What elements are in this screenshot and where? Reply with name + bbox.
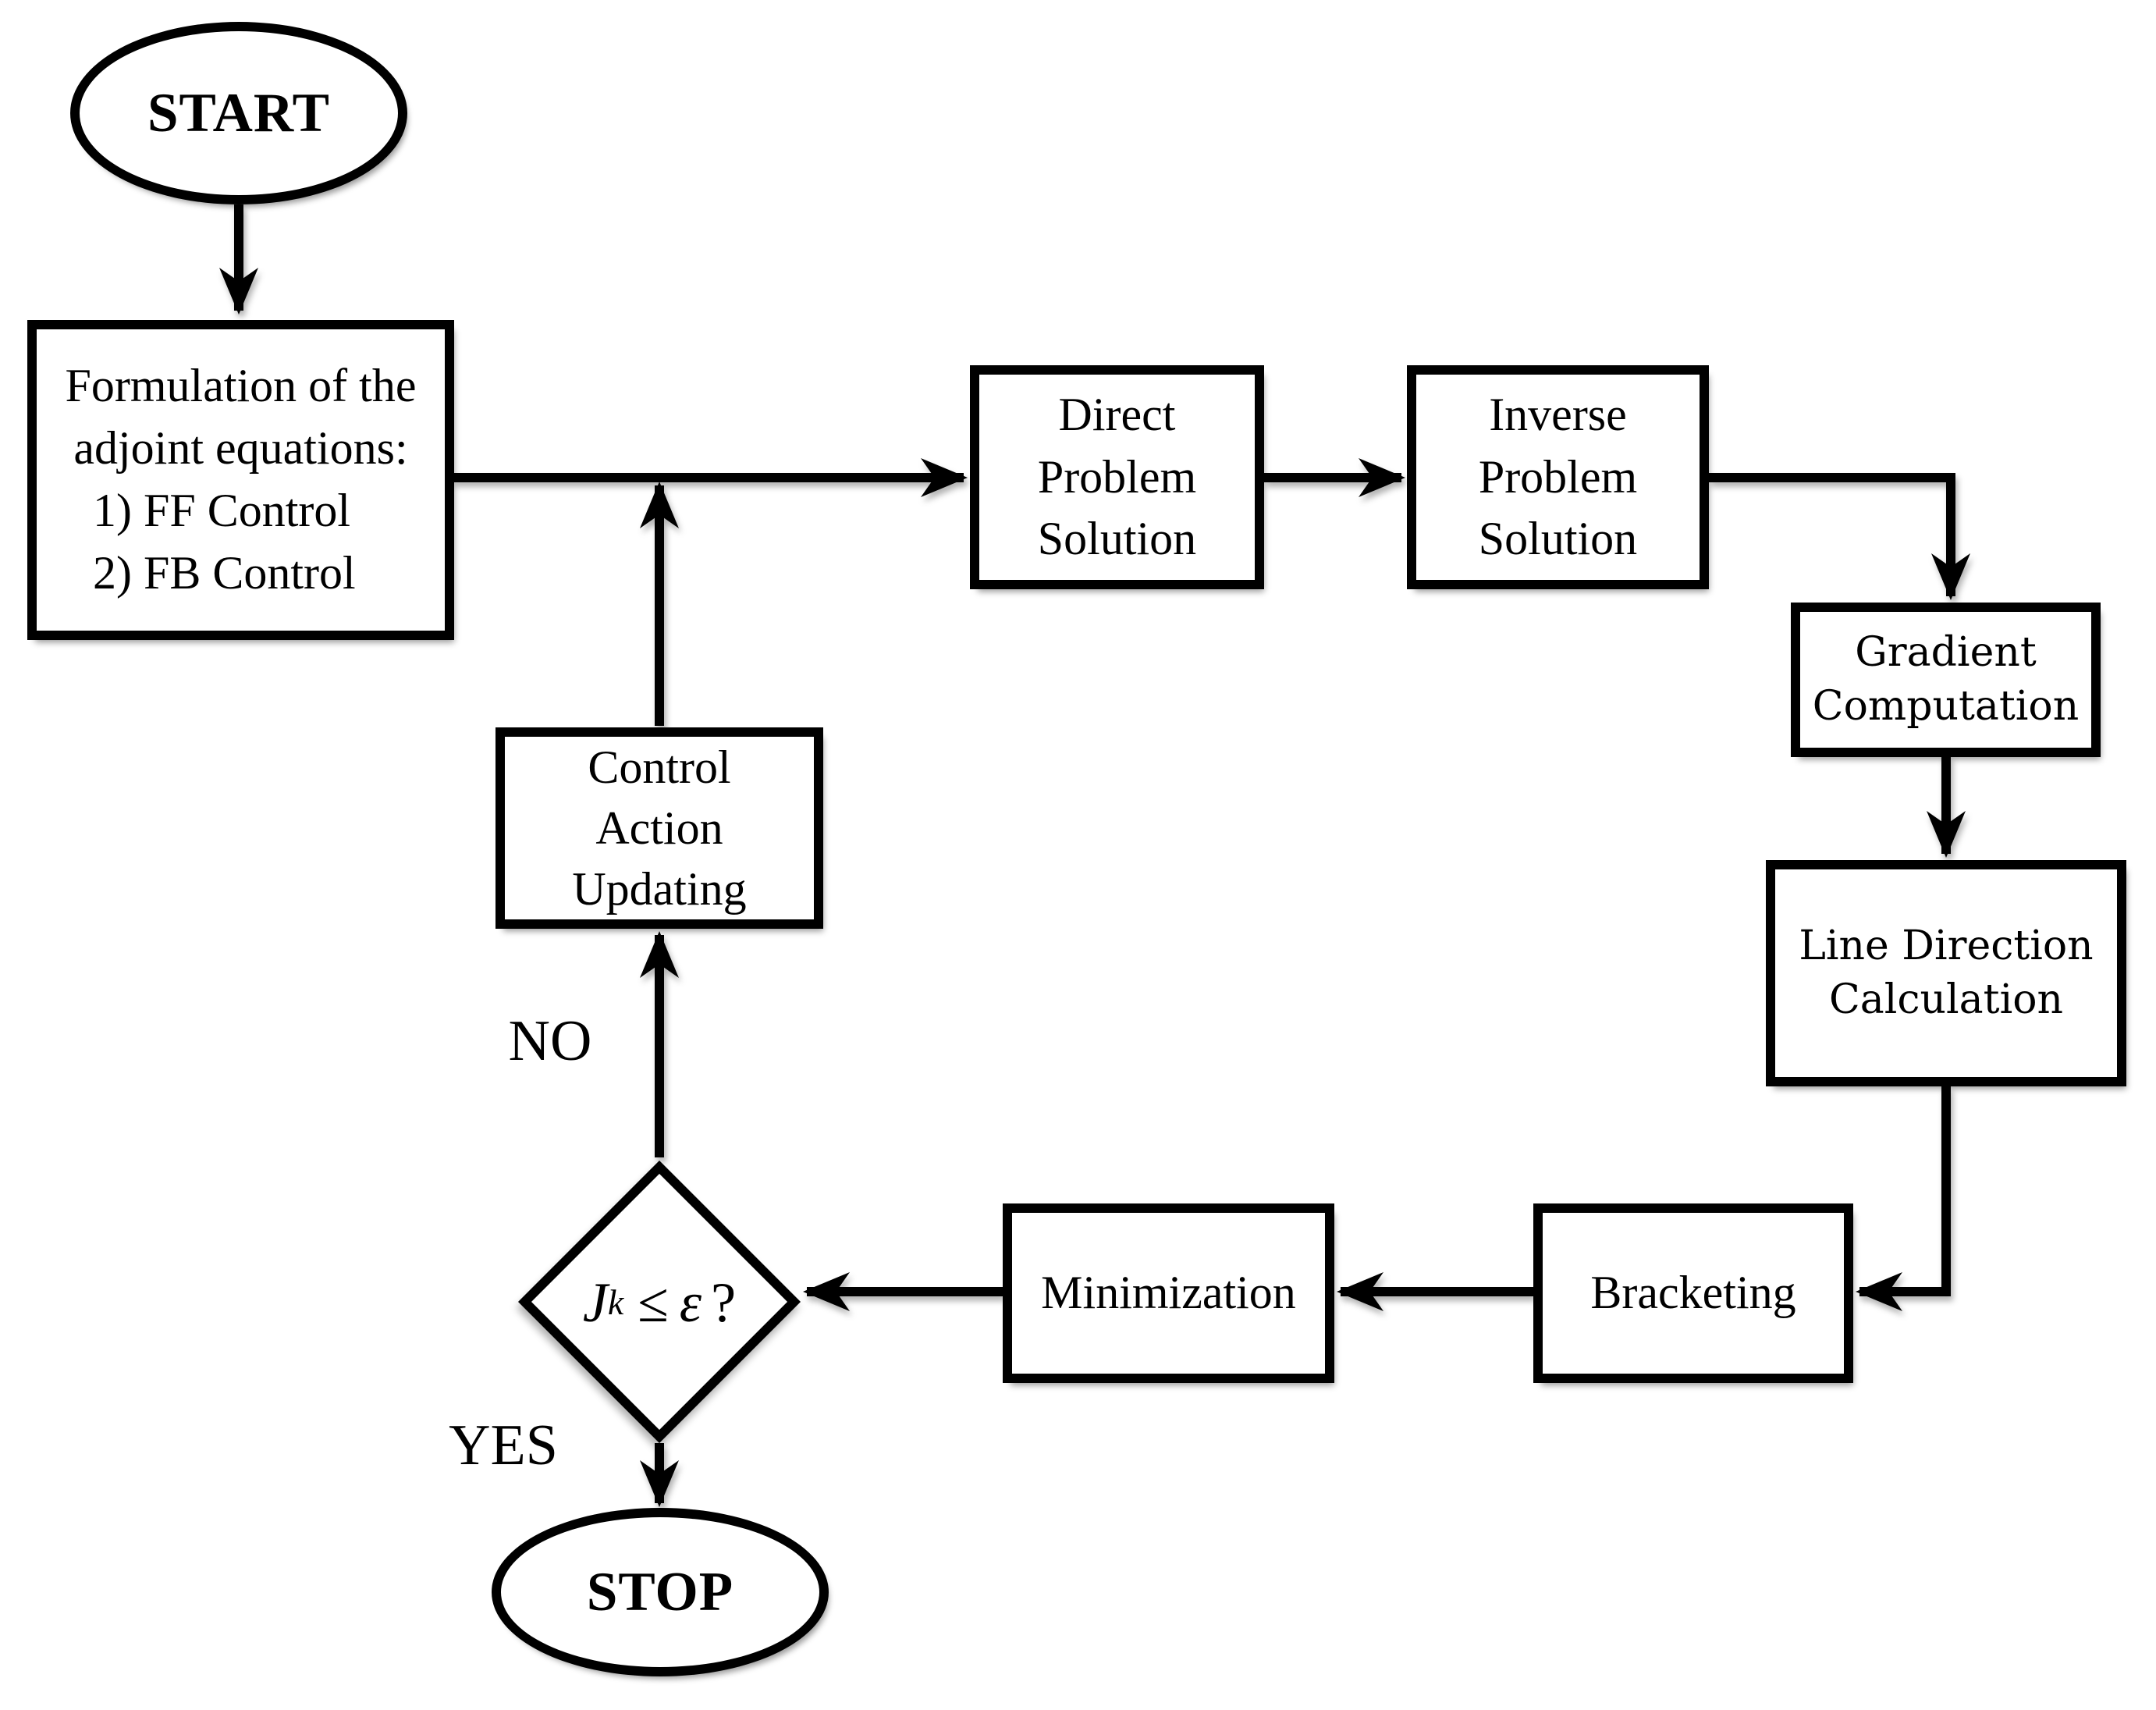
gradient-line-1: Gradient bbox=[1855, 628, 2037, 676]
control-line-1: Control bbox=[588, 741, 731, 793]
decision-question-mark: ? bbox=[711, 1271, 737, 1334]
minimization-label: Minimization bbox=[1041, 1267, 1296, 1319]
inverse-line-1: Inverse bbox=[1489, 388, 1627, 440]
bracketing-node: Bracketing bbox=[1533, 1203, 1853, 1383]
inverse-line-3: Solution bbox=[1478, 513, 1638, 565]
control-line-3: Updating bbox=[572, 863, 747, 915]
direct-line-1: Direct bbox=[1058, 388, 1176, 440]
control-line-2: Action bbox=[595, 802, 723, 854]
direct-problem-node: Direct Problem Solution bbox=[970, 365, 1264, 589]
formulation-node: Formulation of the adjoint equations: 1)… bbox=[27, 320, 454, 640]
start-label: START bbox=[147, 82, 330, 144]
formulation-line-2: adjoint equations: bbox=[73, 422, 408, 475]
stop-label: STOP bbox=[586, 1561, 734, 1623]
formulation-line-1: Formulation of the bbox=[65, 360, 417, 412]
edge-label-no: NO bbox=[508, 1008, 592, 1073]
line-direction-line-1: Line Direction bbox=[1799, 922, 2094, 969]
minimization-node: Minimization bbox=[1003, 1203, 1334, 1383]
formulation-line-3: 1) FF Control bbox=[93, 485, 351, 536]
decision-operator: ≤ bbox=[638, 1271, 669, 1334]
formulation-line-4: 2) FB Control bbox=[93, 546, 356, 599]
inverse-line-2: Problem bbox=[1478, 450, 1638, 503]
direct-line-3: Solution bbox=[1037, 513, 1197, 565]
line-direction-node: Line Direction Calculation bbox=[1766, 860, 2126, 1086]
gradient-computation-node: Gradient Computation bbox=[1791, 603, 2101, 757]
gradient-line-2: Computation bbox=[1812, 683, 2080, 730]
line-direction-line-2: Calculation bbox=[1829, 976, 2063, 1023]
edge-label-yes: YES bbox=[449, 1413, 558, 1477]
decision-epsilon: ε bbox=[679, 1271, 702, 1334]
start-node: START bbox=[70, 22, 407, 204]
inverse-problem-node: Inverse Problem Solution bbox=[1407, 365, 1709, 589]
edge-inverse-to-gradient bbox=[1709, 473, 1970, 600]
decision-variable: J bbox=[582, 1271, 608, 1334]
stop-node: STOP bbox=[492, 1508, 829, 1676]
control-action-node: Control Action Updating bbox=[495, 727, 823, 929]
direct-line-2: Problem bbox=[1037, 450, 1197, 503]
bracketing-label: Bracketing bbox=[1590, 1267, 1796, 1319]
edge-linedirection-to-bracketing bbox=[1856, 1086, 1951, 1311]
